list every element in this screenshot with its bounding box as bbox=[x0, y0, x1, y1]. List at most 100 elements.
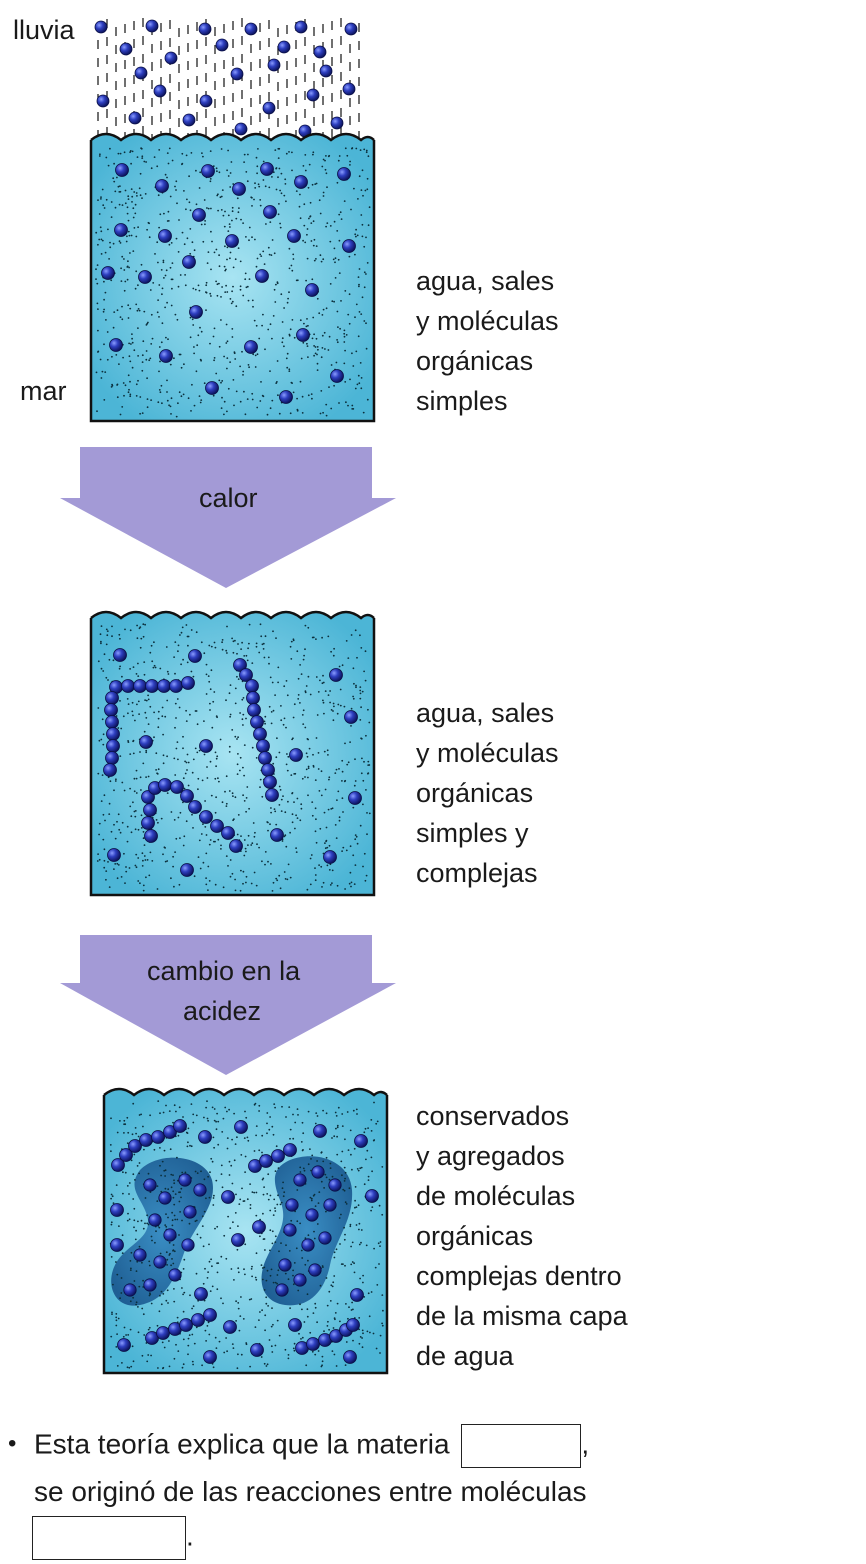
salt-dot bbox=[123, 289, 126, 292]
salt-dot bbox=[130, 831, 133, 834]
salt-dot bbox=[375, 1347, 378, 1350]
salt-dot bbox=[110, 279, 113, 282]
salt-dot bbox=[284, 178, 287, 181]
salt-dot bbox=[149, 705, 152, 708]
salt-dot bbox=[205, 284, 208, 287]
salt-dot bbox=[224, 210, 226, 213]
salt-dot bbox=[147, 1328, 150, 1331]
salt-dot bbox=[214, 1336, 217, 1339]
salt-dot bbox=[130, 1365, 133, 1368]
salt-dot bbox=[120, 1277, 123, 1279]
salt-dot bbox=[234, 796, 237, 799]
salt-dot bbox=[240, 648, 243, 650]
salt-dot bbox=[188, 201, 191, 204]
salt-dot bbox=[132, 1102, 135, 1105]
salt-dot bbox=[361, 296, 364, 299]
salt-dot bbox=[365, 1158, 367, 1161]
salt-dot bbox=[366, 1149, 369, 1152]
salt-dot bbox=[272, 1214, 275, 1216]
salt-dot bbox=[232, 819, 235, 822]
salt-dot bbox=[354, 1199, 356, 1202]
salt-dot bbox=[132, 207, 135, 210]
salt-dot bbox=[254, 238, 256, 241]
salt-dot bbox=[139, 776, 142, 779]
salt-dot bbox=[182, 1363, 185, 1366]
salt-dot bbox=[161, 706, 164, 709]
salt-dot bbox=[226, 169, 229, 172]
salt-dot bbox=[137, 327, 139, 329]
salt-dot bbox=[96, 860, 99, 862]
salt-dot bbox=[256, 406, 259, 409]
salt-dot bbox=[269, 1274, 272, 1277]
salt-dot bbox=[237, 753, 239, 755]
salt-dot bbox=[273, 288, 276, 291]
salt-dot bbox=[137, 828, 140, 831]
salt-dot bbox=[366, 812, 368, 814]
salt-dot bbox=[103, 859, 106, 862]
answer-blank-1[interactable] bbox=[461, 1424, 582, 1468]
salt-dot bbox=[128, 266, 131, 269]
salt-dot bbox=[215, 1128, 218, 1131]
salt-dot bbox=[297, 1114, 299, 1116]
salt-dot bbox=[292, 639, 295, 642]
salt-dot bbox=[121, 305, 123, 308]
salt-dot bbox=[222, 1302, 224, 1305]
salt-dot bbox=[256, 172, 258, 175]
salt-dot bbox=[302, 658, 305, 661]
salt-dot bbox=[168, 147, 171, 150]
salt-dot bbox=[172, 855, 175, 858]
salt-dot bbox=[242, 1318, 245, 1320]
salt-dot bbox=[130, 815, 133, 818]
molecule bbox=[343, 1350, 357, 1364]
salt-dot bbox=[331, 1175, 334, 1178]
salt-dot bbox=[172, 1174, 174, 1176]
salt-dot bbox=[206, 207, 208, 209]
salt-dot bbox=[347, 313, 350, 316]
salt-dot bbox=[277, 213, 280, 216]
salt-dot bbox=[137, 1331, 140, 1334]
salt-dot bbox=[192, 758, 195, 761]
salt-dot bbox=[274, 1210, 277, 1212]
salt-dot bbox=[274, 1106, 276, 1109]
salt-dot bbox=[325, 225, 327, 228]
salt-dot bbox=[360, 1229, 363, 1231]
salt-dot bbox=[245, 1116, 248, 1119]
salt-dot bbox=[292, 391, 295, 394]
salt-dot bbox=[372, 1332, 375, 1335]
salt-dot bbox=[170, 1186, 173, 1189]
salt-dot bbox=[319, 827, 322, 830]
salt-dot bbox=[232, 1221, 234, 1224]
salt-dot bbox=[316, 362, 319, 365]
salt-dot bbox=[302, 341, 305, 344]
salt-dot bbox=[163, 1149, 166, 1152]
salt-dot bbox=[315, 638, 317, 640]
salt-dot bbox=[95, 268, 97, 271]
salt-dot bbox=[177, 644, 180, 647]
salt-dot bbox=[142, 859, 144, 862]
salt-dot bbox=[205, 673, 208, 676]
salt-dot bbox=[361, 223, 364, 226]
salt-dot bbox=[315, 337, 318, 340]
salt-dot bbox=[210, 207, 212, 210]
salt-dot bbox=[289, 831, 291, 834]
salt-dot bbox=[169, 266, 172, 269]
salt-dot bbox=[197, 334, 200, 337]
salt-dot bbox=[304, 241, 307, 244]
salt-dot bbox=[135, 792, 138, 794]
salt-dot bbox=[141, 412, 144, 414]
salt-dot bbox=[185, 720, 188, 722]
salt-dot bbox=[359, 824, 362, 827]
salt-dot bbox=[146, 377, 149, 380]
salt-dot bbox=[316, 346, 319, 348]
salt-dot bbox=[350, 885, 352, 888]
answer-blank-2[interactable] bbox=[32, 1516, 186, 1560]
salt-dot bbox=[363, 320, 366, 322]
salt-dot bbox=[277, 681, 279, 684]
salt-dot bbox=[115, 778, 117, 781]
salt-dot bbox=[325, 1277, 328, 1279]
salt-dot bbox=[157, 299, 160, 301]
rain-label: lluvia bbox=[13, 15, 75, 45]
salt-dot bbox=[239, 400, 242, 403]
salt-dot bbox=[165, 1104, 167, 1107]
salt-dot bbox=[215, 715, 218, 717]
